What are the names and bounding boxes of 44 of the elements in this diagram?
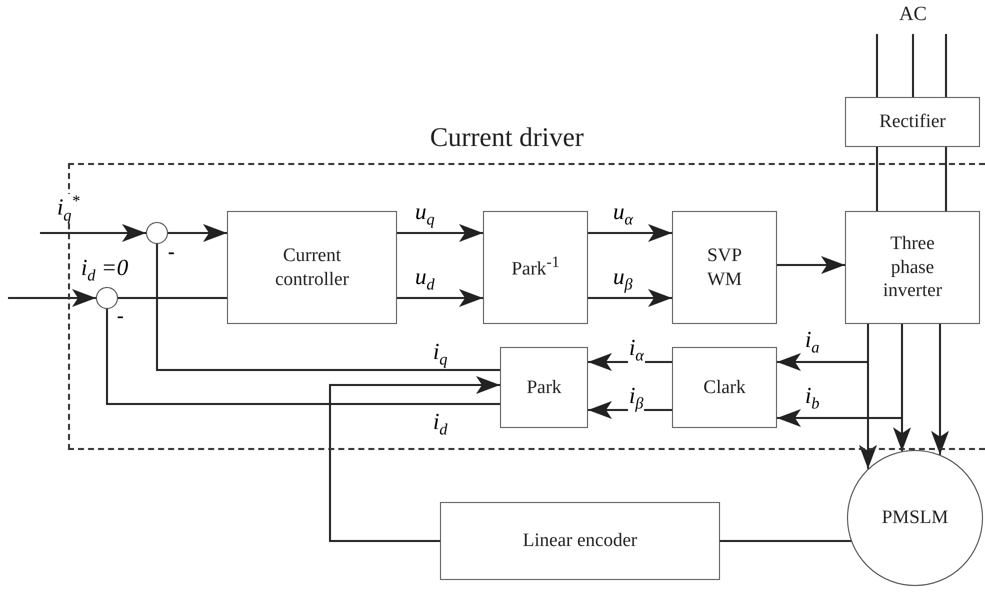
block [672, 347, 777, 428]
signal-line [720, 540, 852, 542]
signal-arrow [588, 224, 672, 242]
block [483, 211, 588, 324]
block [672, 211, 777, 324]
summing-junction [146, 222, 168, 244]
block [845, 211, 980, 324]
signal-arrow [777, 324, 903, 427]
block-label: Park$^{-1}$ [511, 253, 560, 282]
signal-arrow [397, 289, 483, 307]
signal-line [945, 147, 947, 211]
block-label: Three phase inverter [882, 232, 944, 304]
minus-sign: - [168, 242, 175, 262]
minus-sign: - [117, 306, 124, 326]
block-label: Rectifier [879, 110, 946, 134]
block-label: SVP WM [706, 244, 743, 292]
signal-line [945, 34, 947, 97]
signal-line [876, 34, 878, 97]
signal-line [118, 297, 227, 299]
signal-line [876, 147, 878, 211]
signal-arrow [931, 324, 949, 455]
signal-arrow [329, 376, 500, 542]
signal-arrow [397, 224, 483, 242]
block-label: Clark [703, 376, 746, 400]
supply-label: AC [899, 2, 927, 27]
signal-line [156, 244, 500, 371]
block [845, 97, 980, 147]
group-title: Current driver [430, 121, 584, 154]
signal-arrow [8, 289, 96, 307]
block-label: PMSLM [882, 506, 948, 530]
signal-line [106, 309, 500, 405]
block-label: Park [526, 376, 562, 400]
signal-arrow [588, 289, 672, 307]
block [440, 502, 720, 580]
signal-arrow [168, 224, 227, 242]
block [500, 347, 588, 428]
signal-arrow [777, 256, 845, 274]
block [227, 211, 397, 324]
signal-arrow [40, 224, 146, 242]
signal-arrow [777, 324, 869, 371]
block-label: Current controller [274, 244, 350, 292]
block-label: Linear encoder [522, 529, 638, 553]
signal-line [912, 34, 914, 97]
summing-junction [96, 287, 118, 309]
